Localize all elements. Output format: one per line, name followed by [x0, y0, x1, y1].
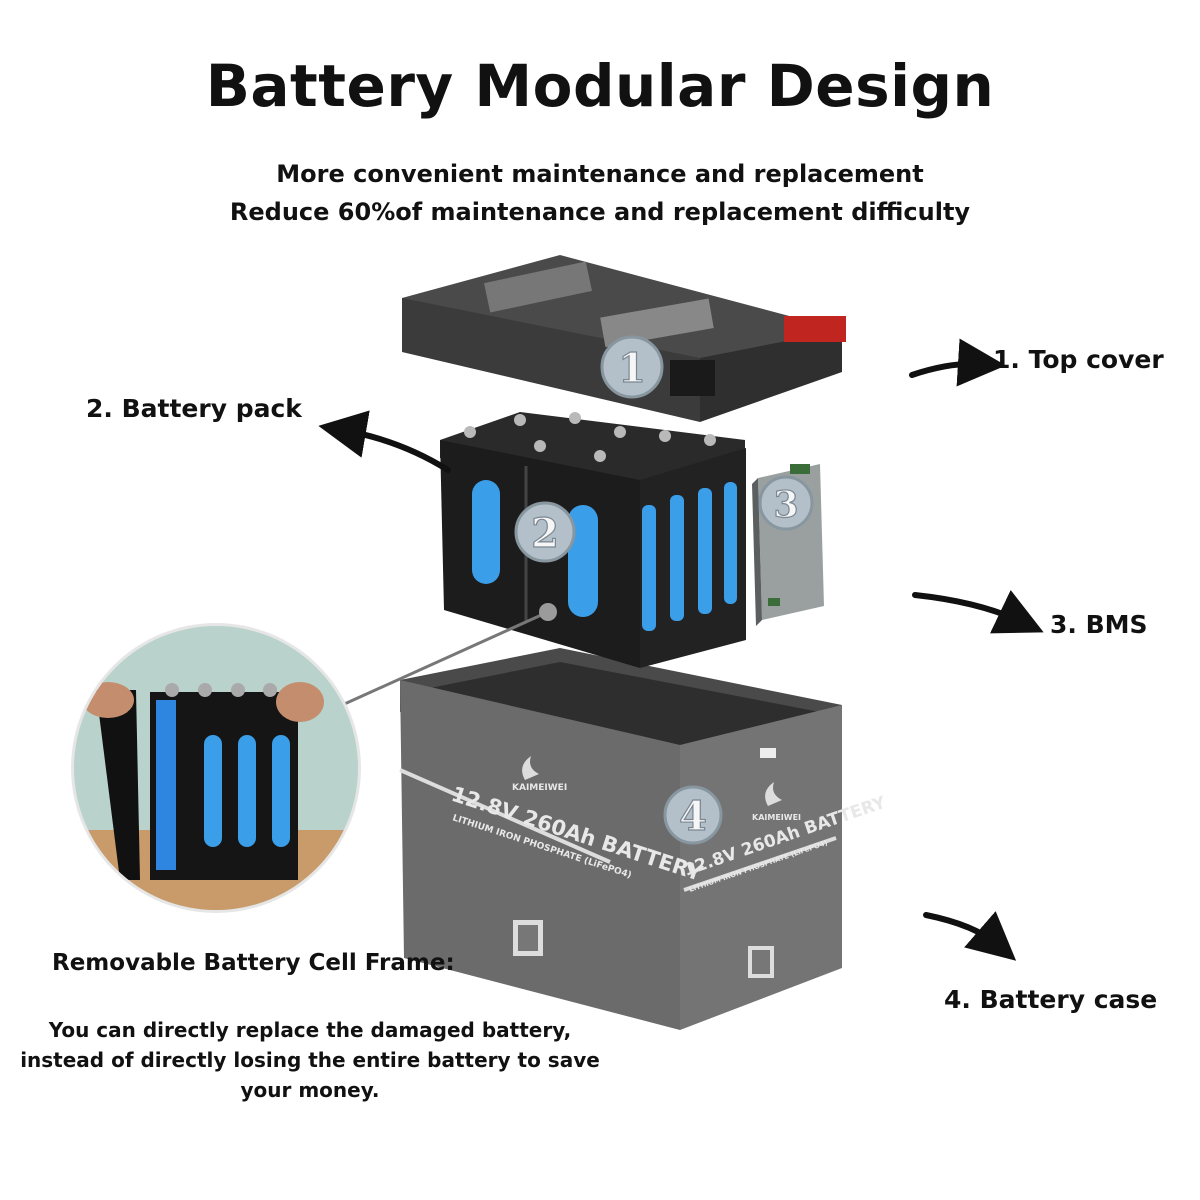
- cell-terminal-icon: [464, 412, 716, 462]
- svg-text:1: 1: [618, 345, 646, 392]
- case-brand-side: KAIMEIWEI: [752, 813, 801, 822]
- battery-icon: [760, 748, 776, 758]
- battery-pack: [440, 412, 746, 668]
- svg-text:3: 3: [773, 484, 798, 526]
- number-badge-icon: 1 2 3 4: [514, 335, 814, 845]
- zoom-connector: [339, 603, 557, 708]
- label-top-cover: 1. Top cover: [993, 345, 1164, 374]
- subtitle-line-1: More convenient maintenance and replacem…: [276, 160, 924, 188]
- page-title: Battery Modular Design: [205, 52, 995, 120]
- svg-text:2: 2: [531, 510, 559, 557]
- brand-logo-icon: [522, 756, 782, 806]
- badge-2: 2: [514, 501, 576, 563]
- arrow-icon: [318, 338, 1044, 961]
- badge-4: 4: [663, 785, 723, 845]
- battery-case: 12.8V 260Ah BATTERY LITHIUM IRON PHOSPHA…: [399, 648, 889, 1030]
- arrow-top-cover: [909, 338, 1006, 387]
- svg-text:4: 4: [679, 793, 707, 840]
- frame-note-body: You can directly replace the damaged bat…: [20, 1018, 600, 1102]
- badge-1: 1: [600, 335, 664, 399]
- badge-3: 3: [758, 475, 814, 531]
- cell-frame-closeup: [71, 623, 361, 913]
- arrow-bms: [912, 590, 1044, 634]
- subtitle-line-2: Reduce 60%of maintenance and replacement…: [229, 198, 971, 226]
- label-battery-case: 4. Battery case: [944, 985, 1158, 1014]
- label-battery-pack: 2. Battery pack: [86, 394, 302, 423]
- arrow-battery-case: [923, 911, 1017, 961]
- qr-code-icon: [513, 920, 774, 978]
- red-terminal-icon: [784, 316, 846, 342]
- frame-note-heading: Removable Battery Cell Frame:: [52, 950, 455, 976]
- arrow-battery-pack: [318, 410, 451, 473]
- label-bms: 3. BMS: [1050, 610, 1148, 639]
- case-brand-front: KAIMEIWEI: [512, 783, 567, 793]
